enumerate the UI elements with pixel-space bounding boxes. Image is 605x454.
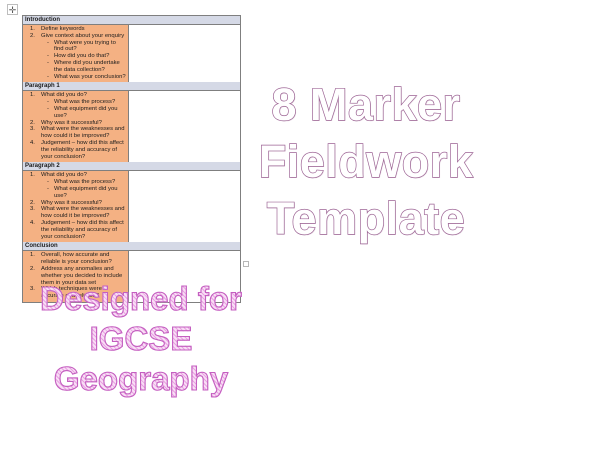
item-text: What were the weaknesses and how could i…	[41, 126, 125, 140]
subitem-marker: -	[47, 73, 49, 80]
section-header: Introduction	[23, 16, 240, 25]
prompt-subitem: -What was your conclusion?	[23, 74, 126, 81]
subitem-text: What was the process?	[54, 99, 116, 106]
table-move-handle-icon: ✛	[8, 5, 17, 15]
subitem-marker: -	[47, 53, 49, 60]
item-text: What did you do?	[41, 92, 87, 99]
section-row: 1. Define keywords 2. Give context about yo…	[23, 25, 240, 83]
item-number: 4.	[30, 139, 35, 146]
subitem-text: What was your conclusion?	[54, 73, 126, 80]
item-number: 1.	[30, 172, 35, 179]
prompt-cell: 1.What did you do?-What was the process?…	[23, 171, 129, 243]
credit-line-1: Designed for	[28, 279, 254, 319]
subitem-marker: -	[47, 39, 49, 46]
prompt-subitem: -What equipment did you use?	[23, 106, 126, 120]
item-number: 2.	[30, 32, 35, 39]
item-number: 1.	[30, 92, 35, 99]
headline-line-1: 8 Marker	[271, 78, 461, 130]
section-header: Paragraph 2	[23, 162, 240, 172]
item-text: What were the weaknesses and how could i…	[41, 206, 125, 220]
item-text: Judgement – how did this affect the reli…	[41, 139, 124, 160]
item-text: Judgement – how did this affect the reli…	[41, 219, 124, 240]
prompt-cell: 1.What did you do?-What was the process?…	[23, 91, 129, 163]
credit-line-2: IGCSE	[28, 319, 254, 359]
headline-title: 8 Marker Fieldwork Template	[244, 76, 488, 247]
subitem-text: What was the process?	[54, 179, 116, 186]
subitem-marker: -	[47, 179, 49, 186]
answer-cell[interactable]	[129, 25, 240, 83]
subitem-marker: -	[47, 185, 49, 192]
prompt-item: 3. What were the weaknesses and how could…	[23, 126, 126, 140]
section-header: Paragraph 1	[23, 82, 240, 92]
subitem-text: Where did you undertake the data collect…	[54, 59, 120, 73]
prompt-item: 2. Why was it successful?	[23, 120, 126, 127]
item-number: 3.	[30, 126, 35, 133]
prompt-item: 3. What were the weaknesses and how could…	[23, 206, 126, 220]
table-resize-handle[interactable]	[243, 261, 249, 267]
prompt-item: 1. What did you do?	[23, 92, 126, 99]
prompt-item: 1. Overall, how accurate and reliable is …	[23, 252, 126, 266]
prompt-item: 4. Judgement – how did this affect the re…	[23, 140, 126, 160]
prompt-subitem: -How did you do that?	[23, 53, 126, 60]
prompt-item: 2. Why was it successful?	[23, 200, 126, 207]
prompt-subitem: -What were you trying to find out?	[23, 40, 126, 54]
prompt-item: 1. Define keywords	[23, 26, 126, 33]
answer-cell[interactable]	[129, 171, 240, 243]
item-text: Why was it successful?	[41, 199, 102, 206]
prompt-subitem: -What was the process?	[23, 99, 126, 106]
prompt-subitem: -What equipment did you use?	[23, 186, 126, 200]
headline-line-3: Template	[266, 192, 466, 244]
subitem-text: What equipment did you use?	[54, 105, 118, 119]
item-text: Give context about your enquiry	[41, 32, 125, 39]
subitem-text: What were you trying to find out?	[54, 39, 116, 53]
item-text: Why was it successful?	[41, 119, 102, 126]
prompt-cell: 1. Define keywords 2. Give context about yo…	[23, 25, 129, 83]
item-number: 2.	[30, 265, 35, 272]
subitem-marker: -	[47, 99, 49, 106]
item-number: 2.	[30, 199, 35, 206]
item-number: 1.	[30, 26, 35, 32]
item-number: 2.	[30, 119, 35, 126]
answer-cell[interactable]	[129, 91, 240, 163]
section-row: 1.What did you do?-What was the process?…	[23, 171, 240, 243]
item-text: Define keywords	[41, 26, 85, 32]
section-row: 1.What did you do?-What was the process?…	[23, 91, 240, 163]
table-move-handle[interactable]: ✛	[7, 4, 18, 15]
subitem-marker: -	[47, 59, 49, 66]
prompt-item: 4. Judgement – how did this affect the re…	[23, 220, 126, 240]
credit-text: Designed for IGCSE Geography	[28, 279, 254, 399]
prompt-item: 2. Give context about your enquiry	[23, 33, 126, 40]
item-number: 1.	[30, 252, 35, 259]
subitem-text: What equipment did you use?	[54, 185, 118, 199]
credit-line-3: Geography	[28, 359, 254, 399]
subitem-text: How did you do that?	[54, 53, 110, 60]
subitem-marker: -	[47, 105, 49, 112]
item-number: 4.	[30, 219, 35, 226]
item-text: Overall, how accurate and reliable is yo…	[41, 252, 112, 266]
item-text: What did you do?	[41, 172, 87, 179]
prompt-subitem: -What was the process?	[23, 179, 126, 186]
section-header: Conclusion	[23, 242, 240, 252]
prompt-subitem: -Where did you undertake the data collec…	[23, 60, 126, 74]
item-number: 3.	[30, 206, 35, 213]
prompt-item: 1. What did you do?	[23, 172, 126, 179]
headline-line-2: Fieldwork	[258, 135, 474, 187]
